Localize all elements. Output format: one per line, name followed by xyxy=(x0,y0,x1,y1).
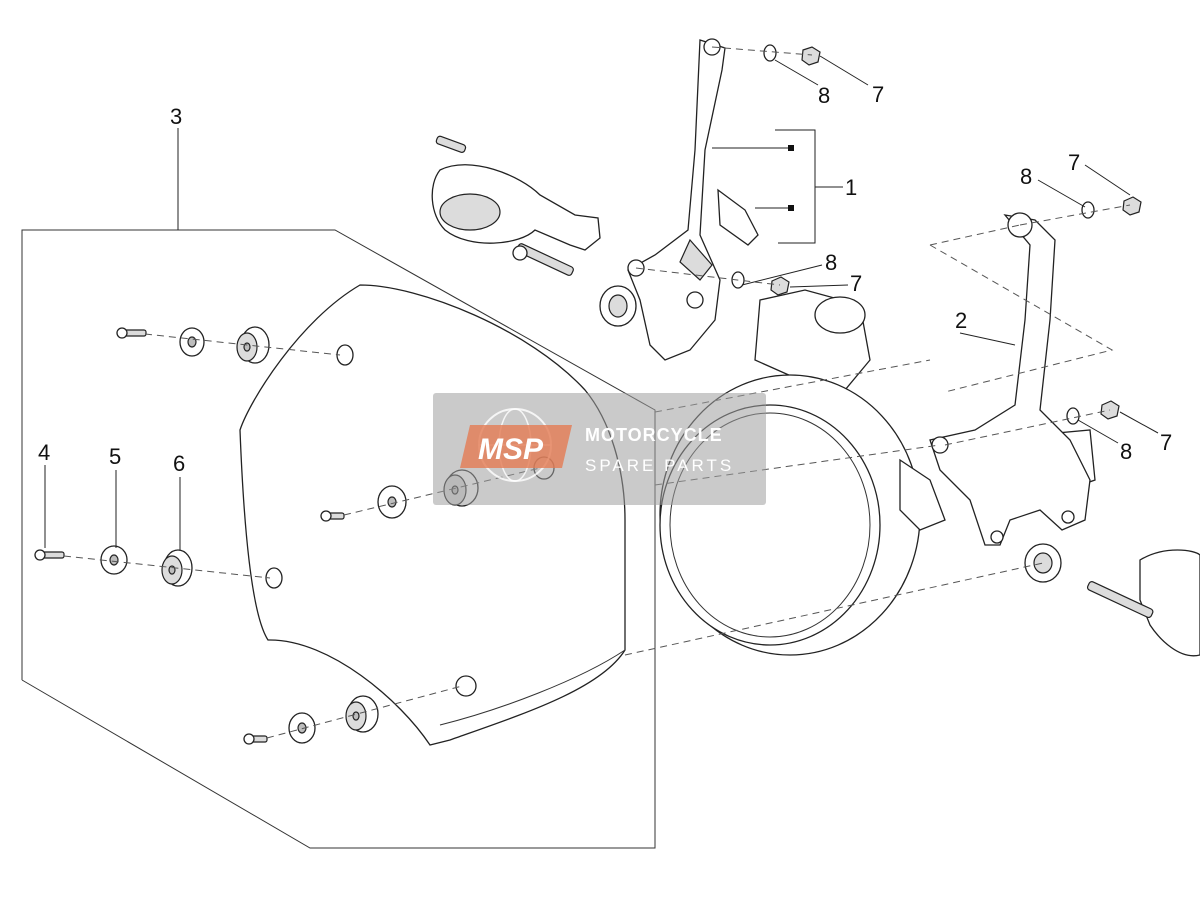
callout-2: 2 xyxy=(955,308,967,333)
left-turn-indicator xyxy=(431,135,601,276)
callout-8-middle: 8 xyxy=(825,250,837,275)
windshield xyxy=(239,284,626,746)
callout-7-top: 7 xyxy=(872,82,884,107)
callout-7-upper-right: 7 xyxy=(1068,150,1080,175)
callout-1: 1 xyxy=(845,175,857,200)
callout-8-top: 8 xyxy=(818,83,830,108)
watermark-line-1: MOTORCYCLE xyxy=(585,425,723,445)
damper-right xyxy=(1024,543,1062,583)
right-headlight-bracket xyxy=(929,212,1091,546)
callout-8-lower-right: 8 xyxy=(1120,439,1132,464)
left-headlight-bracket xyxy=(627,38,759,361)
watermark: MSP MOTORCYCLE SPARE PARTS xyxy=(433,393,766,505)
callout-labels: 1 2 3 4 5 6 7 8 7 8 8 7 8 7 xyxy=(38,82,1172,476)
callout-8-upper-right: 8 xyxy=(1020,164,1032,189)
callout-4: 4 xyxy=(38,440,50,465)
leader-lines xyxy=(44,55,1159,550)
assembly-dashed-lines xyxy=(624,46,1131,656)
callout-7-lower-right: 7 xyxy=(1160,430,1172,455)
callout-3: 3 xyxy=(170,104,182,129)
callout-7-middle: 7 xyxy=(850,271,862,296)
callout-6: 6 xyxy=(173,451,185,476)
nuts-and-washers xyxy=(731,44,1142,425)
damper-left xyxy=(599,285,637,327)
right-turn-indicator xyxy=(1086,549,1200,657)
watermark-logo: MSP xyxy=(478,433,544,466)
watermark-line-2: SPARE PARTS xyxy=(585,456,734,475)
callout-5: 5 xyxy=(109,444,121,469)
